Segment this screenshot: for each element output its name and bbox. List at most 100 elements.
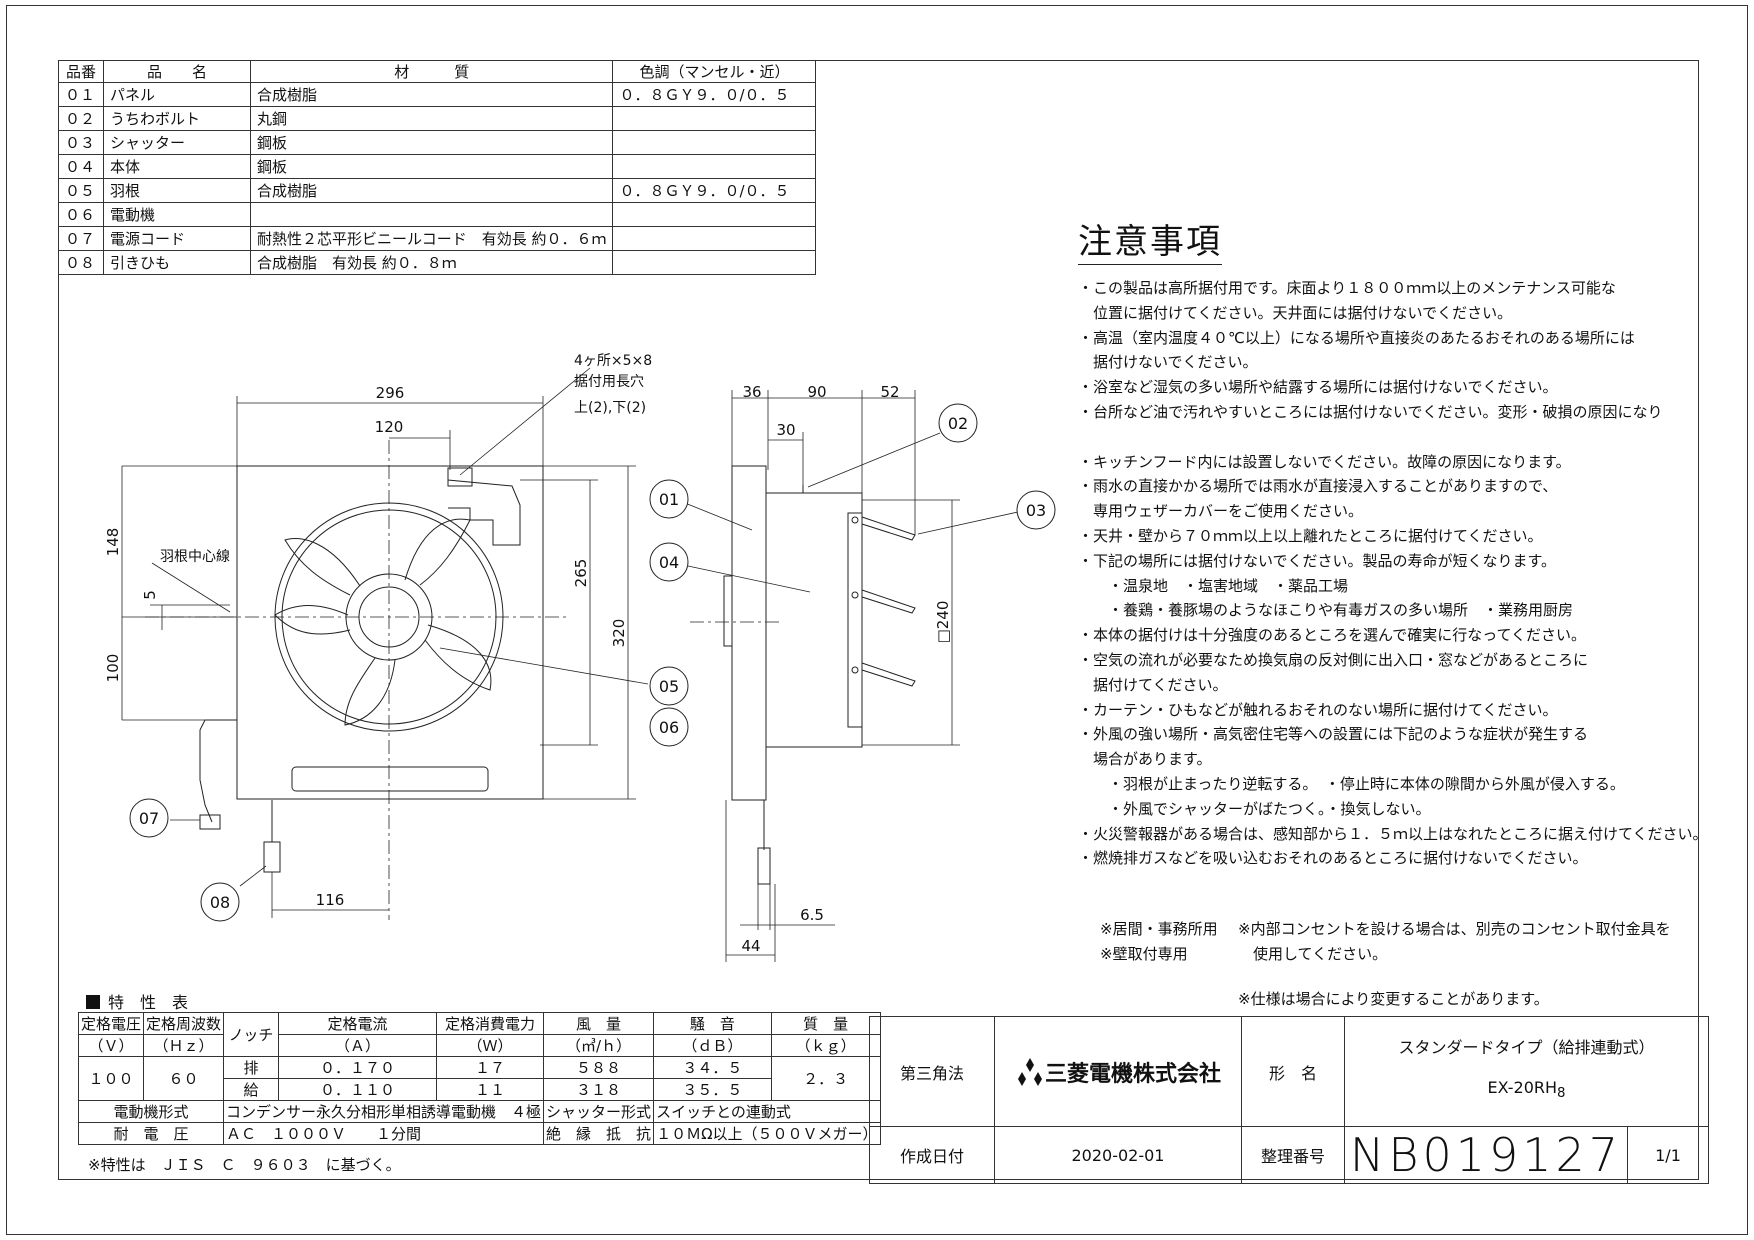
spec-power: １１ (436, 1078, 545, 1101)
spec-h-current: 定格電流 (278, 1012, 438, 1035)
spec-table: 定格電圧 定格周波数 ノッチ 定格電流 定格消費電力 風 量 騒 音 質 量 （… (77, 1012, 881, 1145)
callout-07-label: 07 (139, 809, 159, 828)
note-line: ・この製品は高所据付用です。床面より１８００ｍｍ以上のメンテナンス可能な (1078, 279, 1616, 297)
spec-motor-label: 電動機形式 (77, 1100, 225, 1123)
spec-h-mass: 質 量 (770, 1012, 881, 1035)
callout-03 (1016, 490, 1056, 530)
spec-current: ０．１１０ (278, 1078, 438, 1101)
part-color: ０．８ＧＹ９．０/０．５ (612, 178, 817, 203)
leader-01 (684, 502, 753, 531)
projection-method: 第三角法 (869, 1016, 995, 1127)
spec-withstand: ＡＣ １０００Ｖ １分間 (223, 1122, 545, 1145)
spec-air: ３１８ (543, 1078, 655, 1101)
dim-296: 296 (376, 384, 405, 402)
note-line: ・火災警報器がある場合は、感知部から１．５ｍ以上はなれたところに据え付けてくださ… (1078, 824, 1708, 843)
callout-08-label: 08 (210, 893, 230, 912)
spec-freq: ６０ (143, 1056, 225, 1101)
model-cell: スタンダードタイプ（給排連動式） EX-20RH8 (1344, 1016, 1709, 1127)
title-block: 第三角法 三菱電機株式会社 形 名 スタンダードタイプ（給排連動式） EX-20… (869, 1016, 1709, 1184)
note-line: ・浴室など湿気の多い場所や結露する場所には据付けないでください。 (1078, 378, 1558, 397)
spec-h-noise-unit: （ｄＢ） (653, 1034, 772, 1057)
blade-center-leader (151, 562, 231, 613)
callout-03-label: 03 (1026, 501, 1046, 520)
callout-02 (938, 403, 978, 443)
note-line: ・外風でシャッターがばたつく。・換気しない。 (1078, 799, 1431, 818)
spec-h-power: 定格消費電力 (436, 1012, 545, 1035)
side-panel (731, 465, 767, 801)
part-material: 合成樹脂 有効長 約０．８ｍ (249, 250, 614, 275)
part-color: ０．８ＧＹ９．０/０．５ (612, 82, 817, 107)
spec-change-note: ※仕様は場合により変更することがあります。 (1238, 990, 1549, 1008)
fan-blade-2 (404, 518, 471, 586)
dim-5: 5 (141, 590, 159, 600)
power-cord (199, 719, 237, 823)
shutter-blade-3 (861, 662, 916, 687)
spec-h-freq: 定格周波数 (143, 1012, 225, 1035)
spec-shutter: スイッチとの連動式 (653, 1100, 881, 1123)
spec-h-mass-unit: （ｋｇ） (770, 1034, 881, 1057)
spec-h-voltage-unit: （Ｖ） (77, 1034, 145, 1057)
part-material: 合成樹脂 (249, 178, 614, 203)
fan-blade-3 (424, 624, 492, 691)
document-number: NB019127 (1344, 1126, 1628, 1184)
spec-h-air-unit: （㎥/ｈ） (543, 1034, 655, 1057)
side-knob (757, 847, 771, 885)
callout-08 (200, 882, 240, 922)
model-number: EX-20RH (1487, 1078, 1558, 1098)
model-sub: 8 (1557, 1086, 1566, 1102)
note-line: 場合があります。 (1078, 750, 1212, 769)
note-line: ・温泉地 ・塩害地域 ・薬品工場 (1078, 576, 1349, 595)
footnote-line: 使用してください。 (1238, 945, 1388, 963)
note-line: ・本体の据付けは十分強度のあるところを選んで確実に行なってください。 (1078, 626, 1587, 645)
leader-03 (917, 511, 1019, 535)
dim-6-5: 6.5 (800, 906, 824, 924)
spec-h-air: 風 量 (543, 1012, 655, 1035)
dim-240: □240 (934, 601, 952, 644)
square-bullet-icon (86, 995, 100, 1009)
side-shutter-frame (847, 512, 863, 728)
note-line: ・雨水の直接かかる場所では雨水が直接浸入することがありますので、 (1078, 477, 1558, 496)
spec-noise: ３４．５ (653, 1056, 772, 1079)
note-line: 位置に据付けてください。天井面には据付けないでください。 (1078, 303, 1513, 322)
leader-08 (239, 865, 267, 887)
spec-row-exhaust: １００ ６０ 排 ０．１７０ １７ ５８８ ３４．５ ２．３ (77, 1056, 881, 1101)
part-no: ０６ (58, 202, 104, 227)
fan-blade-5 (274, 605, 351, 635)
part-no: ０８ (58, 250, 104, 275)
hole-leader (459, 367, 591, 476)
dim-36: 36 (742, 383, 761, 401)
dim-116: 116 (316, 891, 345, 909)
spec-motor: コンデンサー永久分相形単相誘導電動機 ４極 (223, 1100, 545, 1123)
note-line: ・空気の流れが必要なため換気扇の反対側に出入口・窓などがあるところに (1078, 650, 1589, 669)
notes-list: ・この製品は高所据付用です。床面より１８００ｍｍ以上のメンテナンス可能な 位置に… (1078, 276, 1708, 871)
dim-44: 44 (741, 937, 760, 955)
part-color (612, 250, 817, 275)
note-line: ・高温（室内温度４０℃以上）になる場所や直接炎のあたるおそれのある場所には (1078, 328, 1635, 347)
part-material (249, 202, 614, 227)
bottom-grille (291, 766, 489, 792)
callout-06 (649, 707, 689, 747)
mitsubishi-logo-icon (1017, 1057, 1042, 1086)
date-label: 作成日付 (869, 1126, 995, 1184)
shutter-blade-2 (861, 589, 916, 614)
footnote-line: ※居間・事務所用 (1100, 920, 1218, 938)
blade-center-label: 羽根中心線 (160, 549, 230, 565)
callout-04-label: 04 (659, 553, 679, 572)
part-color (612, 226, 817, 251)
spec-table-title: 特 性 表 (86, 989, 188, 1013)
note-line (1078, 425, 1708, 450)
hole-slot (447, 467, 473, 487)
hole-note-2: 据付用長穴 (574, 374, 644, 390)
callout-05 (649, 666, 689, 706)
callout-02-label: 02 (948, 414, 968, 433)
note-line: ・外風の強い場所・高気密住宅等への設置には下記のような症状が発生する (1078, 725, 1589, 744)
company-name: 三菱電機株式会社 (1044, 1061, 1221, 1087)
front-panel-outline (236, 465, 544, 800)
page-number: 1/1 (1627, 1126, 1709, 1184)
spec-h-current-unit: （Ａ） (278, 1034, 438, 1057)
product-type: スタンダードタイプ（給排連動式） (1398, 1038, 1655, 1058)
